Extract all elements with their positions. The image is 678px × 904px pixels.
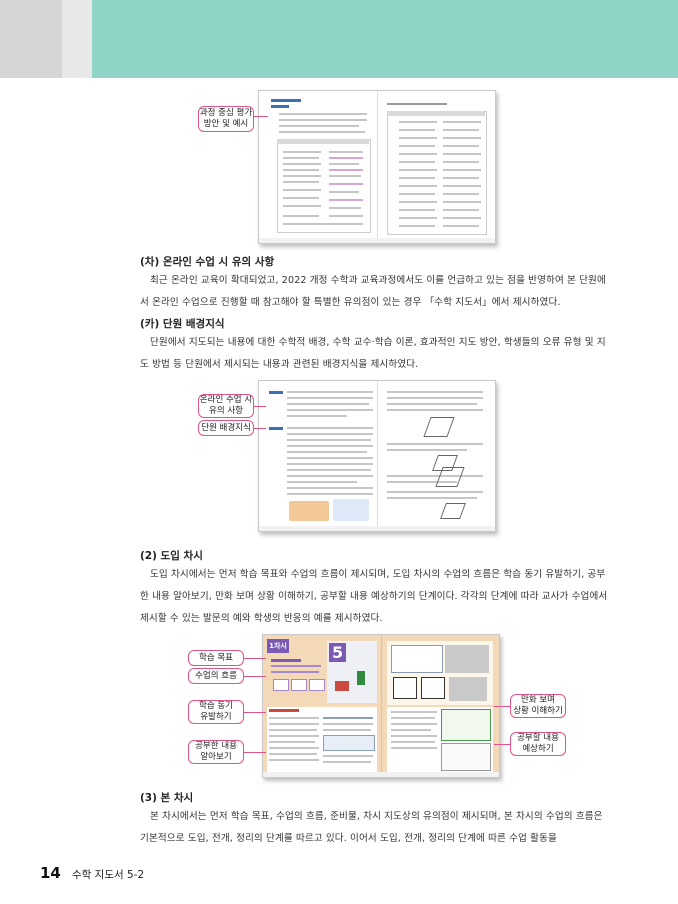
callout-know-content: 공부한 내용 알아보기 <box>188 740 244 764</box>
heading-online-notes: (차) 온라인 수업 시 유의 사항 <box>140 256 275 268</box>
heading-main-lesson: (3) 본 차시 <box>140 792 194 804</box>
page-number: 14 <box>40 864 61 882</box>
callout-unit-background: 단원 배경지식 <box>198 420 254 436</box>
header-band <box>0 0 678 78</box>
unit-number: 5 <box>329 643 347 662</box>
para-main-lesson: 본 차시에서는 먼저 학습 목표, 수업의 흐름, 준비물, 차시 지도상의 유… <box>140 811 603 844</box>
header-band-gray <box>0 0 62 78</box>
heading-unit-background: (카) 단원 배경지식 <box>140 318 225 330</box>
thumbnail-intro-pages: 1차시 5 <box>262 634 500 778</box>
callout-preview: 공부할 내용 예상하기 <box>510 732 566 756</box>
para-intro-lesson: 도입 차시에서는 먼저 학습 목표와 수업의 흐름이 제시되며, 도입 차시의 … <box>140 569 608 624</box>
callout-lesson-goal: 학습 목표 <box>188 650 244 666</box>
header-band-gray-light <box>62 0 92 78</box>
para-online-notes: 최근 온라인 교육이 확대되었고, 2022 개정 수학과 교육과정에서도 이를… <box>140 275 606 308</box>
thumbnail-evaluation-pages <box>258 90 496 244</box>
heading-intro-lesson: (2) 도입 차시 <box>140 550 203 562</box>
callout-online-notes: 온라인 수업 시 유의 사항 <box>198 394 254 418</box>
callout-comic: 만화 보며 상황 이해하기 <box>510 694 566 718</box>
para-unit-background: 단원에서 지도되는 내용에 대한 수학적 배경, 수학 교수·학습 이론, 효과… <box>140 337 606 370</box>
chapter-badge: 1차시 <box>267 639 289 653</box>
thumbnail-background-pages <box>258 380 496 532</box>
callout-motivation: 학습 동기 유발하기 <box>188 700 244 724</box>
callout-process-eval: 과정 중심 평가 방안 및 예시 <box>198 106 254 132</box>
book-title: 수학 지도서 5-2 <box>72 869 145 881</box>
callout-lesson-flow: 수업의 흐름 <box>188 668 244 684</box>
